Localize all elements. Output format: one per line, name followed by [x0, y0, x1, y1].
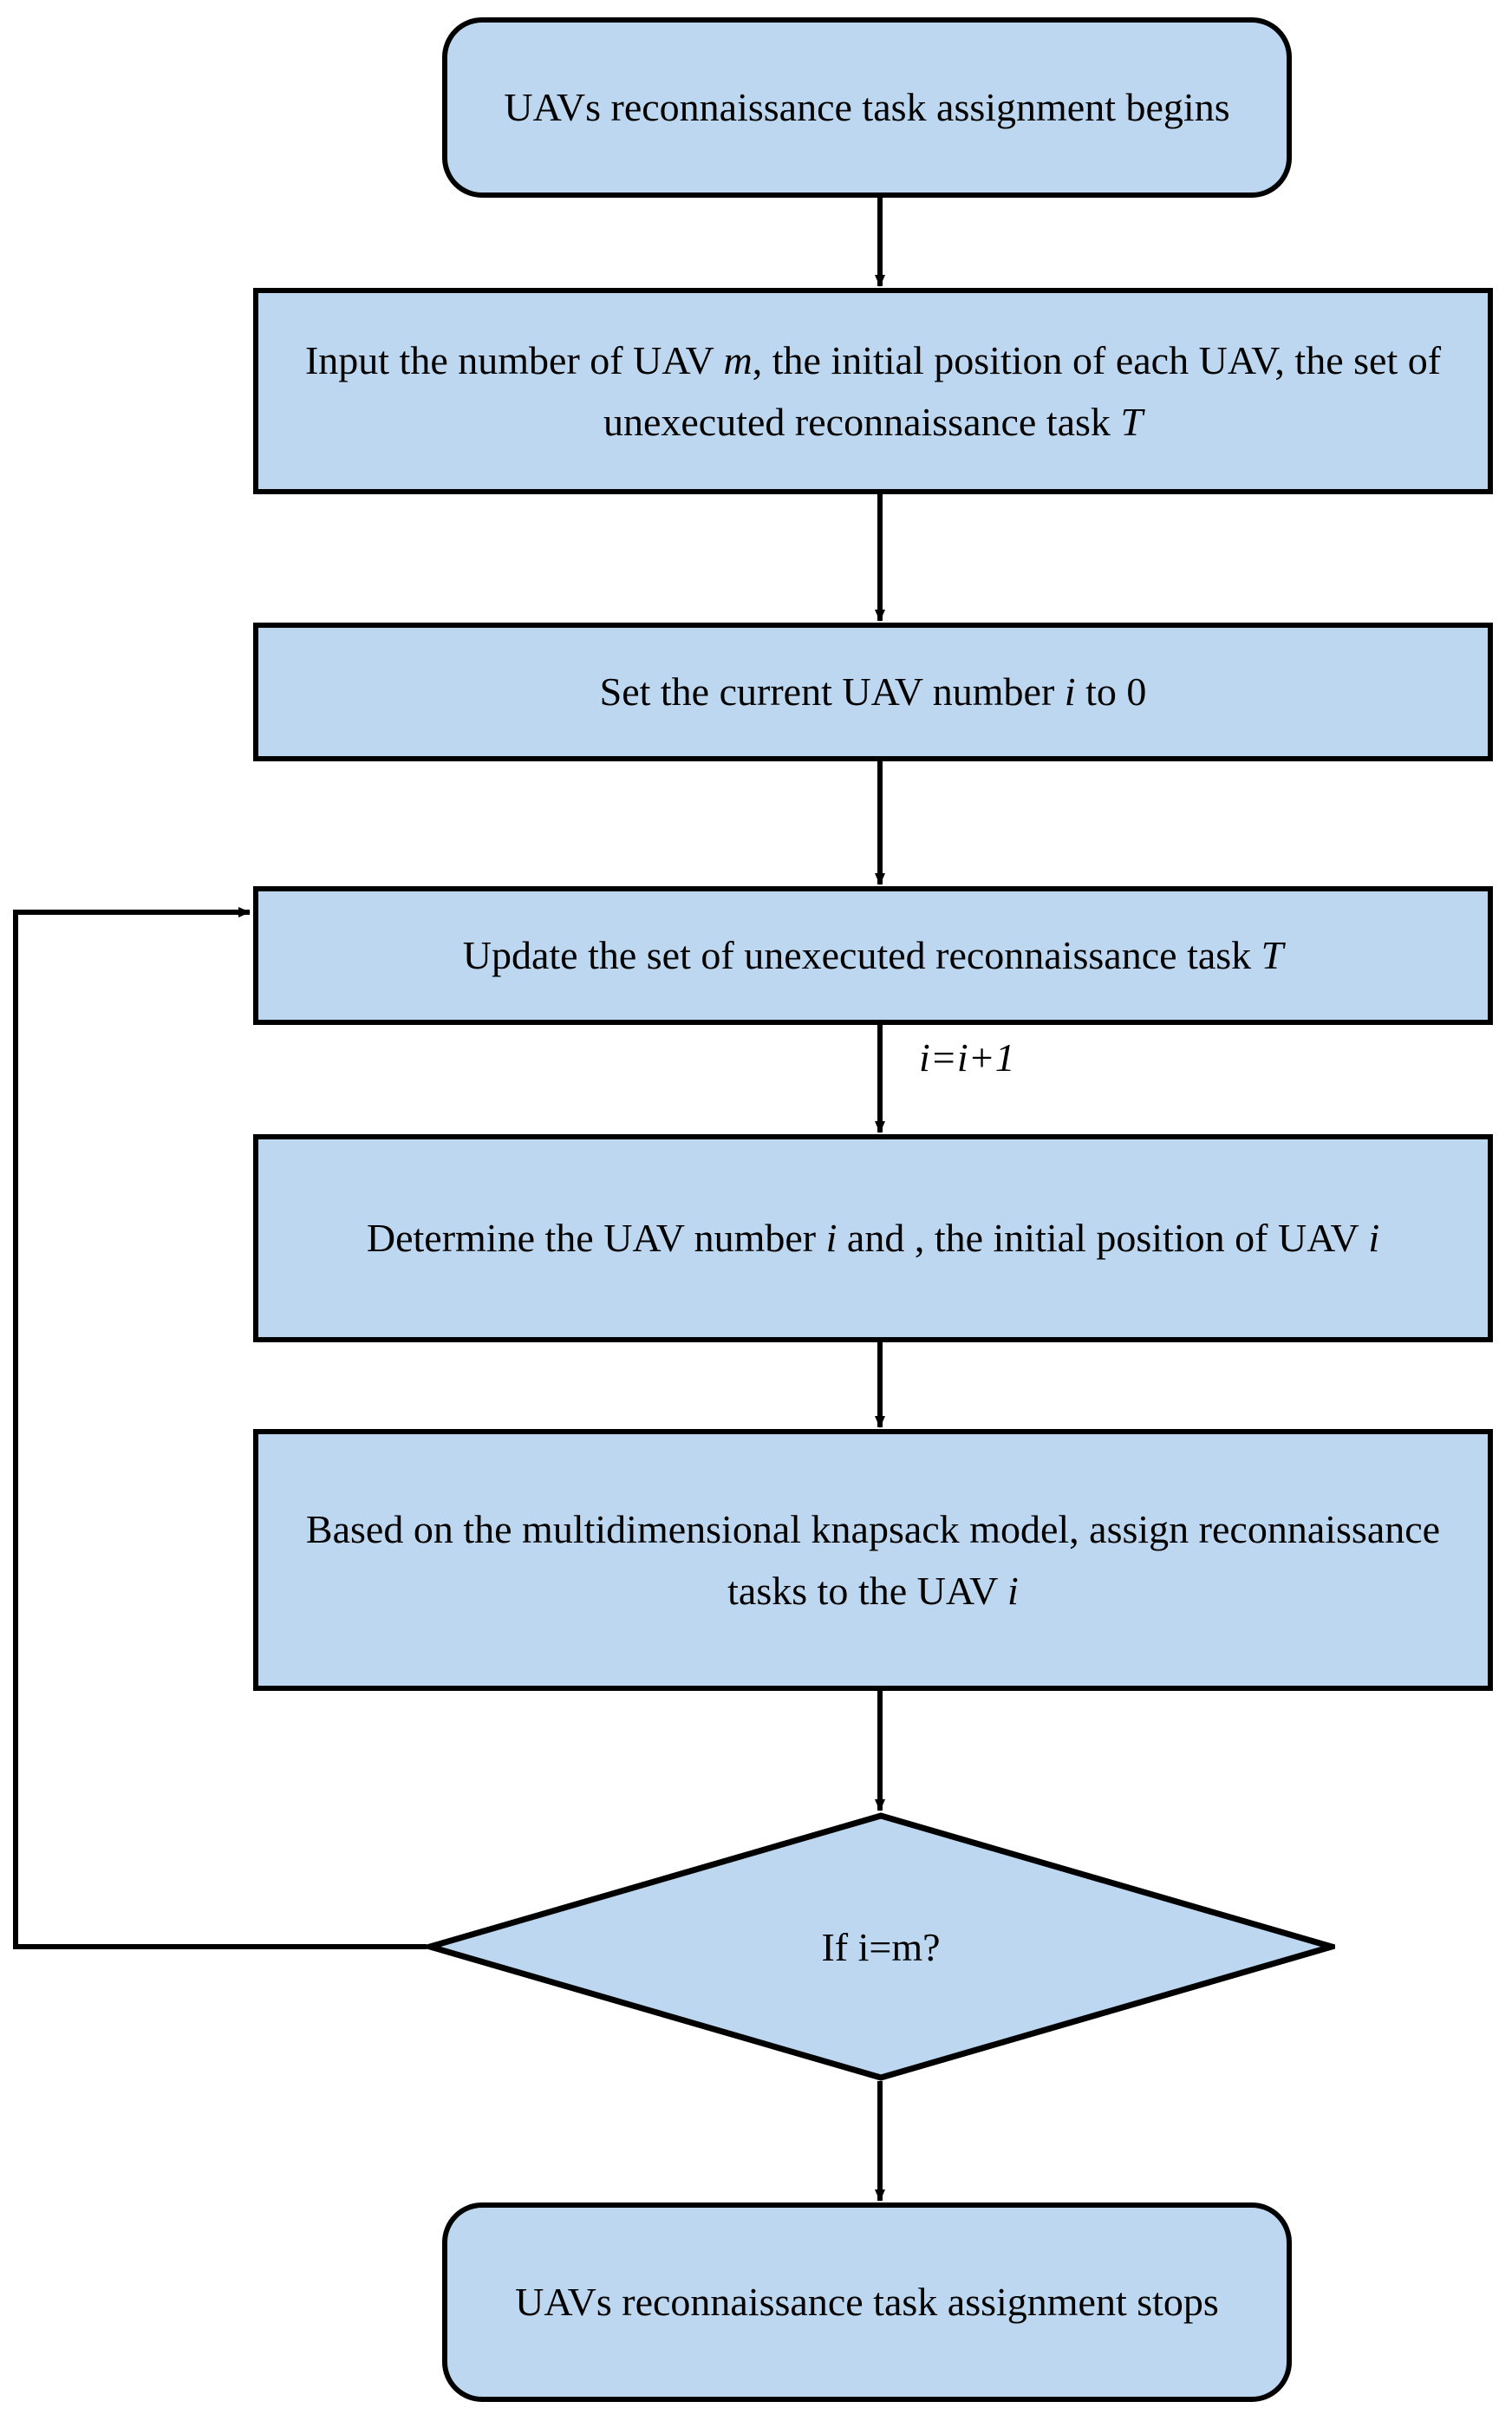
node-assign-tasks[interactable]: Based on the multidimensional knapsack m…: [253, 1429, 1493, 1691]
node-stop-label: UAVs reconnaissance task assignment stop…: [515, 2280, 1219, 2325]
node-init-counter[interactable]: Set the current UAV number i to 0: [253, 623, 1493, 761]
edge-label-increment: i=i+1: [919, 1035, 1015, 1080]
node-start-label: UAVs reconnaissance task assignment begi…: [504, 85, 1230, 130]
node-stop[interactable]: UAVs reconnaissance task assignment stop…: [442, 2202, 1292, 2402]
node-start[interactable]: UAVs reconnaissance task assignment begi…: [442, 17, 1292, 198]
node-determine-uav[interactable]: Determine the UAV number i and , the ini…: [253, 1134, 1493, 1342]
node-determine-uav-label: Determine the UAV number i and , the ini…: [366, 1216, 1380, 1261]
node-input[interactable]: Input the number of UAV m, the initial p…: [253, 288, 1493, 494]
node-decision[interactable]: If i=m?: [427, 1812, 1335, 2081]
node-input-label: Input the number of UAV m, the initial p…: [304, 337, 1442, 444]
node-init-counter-label: Set the current UAV number i to 0: [599, 669, 1147, 715]
decision-diamond-shape: [427, 1812, 1335, 2081]
node-update-task-set-label: Update the set of unexecuted reconnaissa…: [462, 933, 1284, 978]
node-assign-tasks-label: Based on the multidimensional knapsack m…: [305, 1506, 1441, 1613]
node-update-task-set[interactable]: Update the set of unexecuted reconnaissa…: [253, 886, 1493, 1025]
